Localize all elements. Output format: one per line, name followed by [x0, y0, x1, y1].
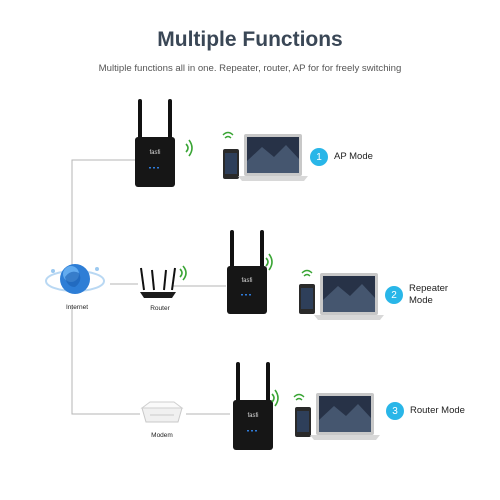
wifi-signal-icon — [270, 388, 282, 408]
extender-brand: fasfi — [241, 278, 252, 284]
laptop-icon — [238, 133, 308, 183]
wifi-signal-icon — [178, 264, 190, 282]
wifi-signal-icon — [221, 130, 235, 142]
phone-icon — [298, 283, 316, 315]
router-icon — [138, 264, 178, 304]
mode-number-badge: 2 — [385, 286, 403, 304]
globe-icon — [43, 257, 107, 303]
modem-label: Modem — [151, 432, 173, 439]
extender-icon: fasfi — [228, 360, 278, 452]
mode-label: Router Mode — [410, 405, 465, 416]
mode-label: Repeater Mode — [409, 283, 448, 307]
extender-brand: fasfi — [247, 413, 258, 419]
mode-label: AP Mode — [334, 151, 373, 162]
wifi-signal-icon — [184, 138, 196, 158]
modem-icon — [138, 400, 186, 428]
mode-ap: 1 AP Mode — [310, 148, 373, 166]
laptop-icon — [310, 392, 380, 442]
mode-number-badge: 3 — [386, 402, 404, 420]
mode-number-badge: 1 — [310, 148, 328, 166]
internet-label: Internet — [65, 304, 89, 311]
mode-repeater: 2 Repeater Mode — [385, 283, 448, 307]
phone-icon — [294, 406, 312, 438]
wifi-signal-icon — [292, 392, 306, 404]
page-subtitle: Multiple functions all in one. Repeater,… — [98, 63, 402, 74]
router-label: Router — [150, 305, 170, 312]
mode-label-line1: Repeater — [409, 283, 449, 294]
extender-icon: fasfi — [222, 228, 272, 316]
phone-icon — [222, 148, 240, 180]
wifi-signal-icon — [300, 268, 314, 280]
mode-label-line2: Mode — [409, 295, 433, 306]
mode-router: 3 Router Mode — [386, 402, 465, 420]
extender-icon: fasfi — [130, 97, 180, 189]
extender-brand: fasfi — [149, 150, 160, 156]
wifi-signal-icon — [264, 252, 276, 272]
page-title: Multiple Functions — [157, 28, 343, 51]
laptop-icon — [314, 272, 384, 322]
